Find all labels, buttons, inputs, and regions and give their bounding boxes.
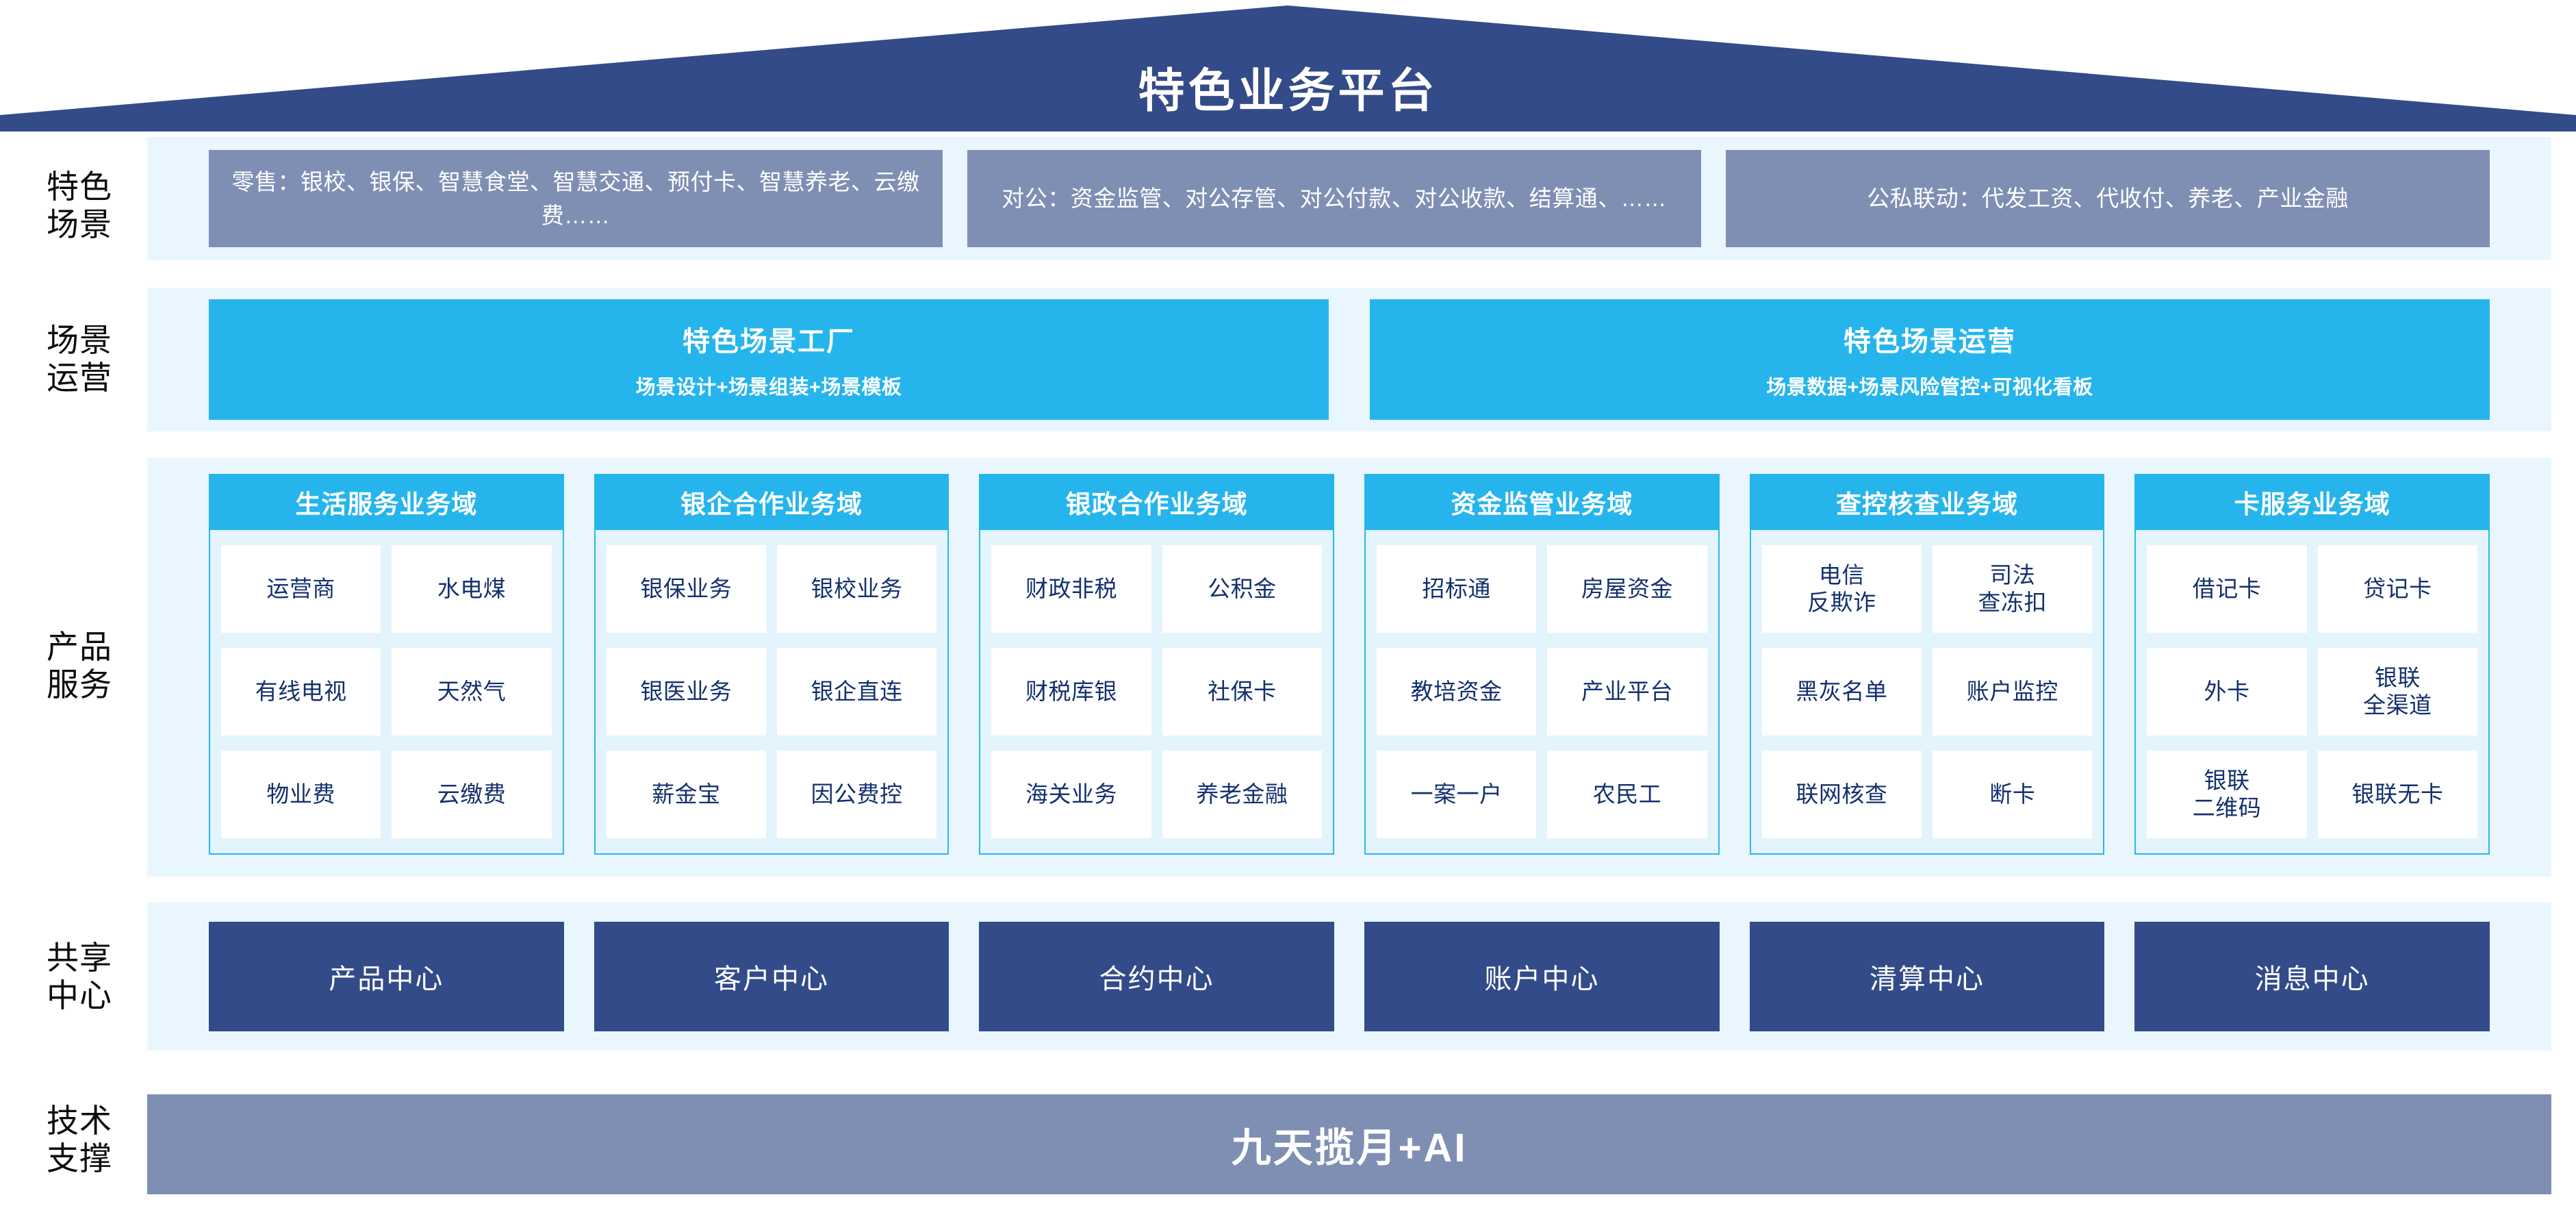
product-tile[interactable]: 银保业务	[606, 545, 766, 633]
shared-center-box[interactable]: 客户中心	[594, 922, 949, 1031]
product-tile[interactable]: 财税库银	[991, 648, 1151, 736]
domain-card[interactable]: 银政合作业务域财政非税公积金财税库银社保卡海关业务养老金融	[979, 474, 1335, 855]
product-tile[interactable]: 因公费控	[777, 751, 937, 838]
ops-card-scene-factory[interactable]: 特色场景工厂 场景设计+场景组装+场景模板	[209, 299, 1329, 420]
domain-card-title: 查控核查业务域	[1749, 474, 2105, 530]
product-tile[interactable]: 银联 全渠道	[2317, 648, 2478, 736]
product-tile[interactable]: 招标通	[1377, 545, 1537, 633]
domain-card[interactable]: 生活服务业务域运营商水电煤有线电视天然气物业费云缴费	[209, 474, 564, 855]
ops-card-title: 特色场景运营	[1844, 327, 2016, 357]
scenario-box-corporate[interactable]: 对公：资金监管、对公存管、对公付款、对公收款、结算通、……	[967, 150, 1701, 247]
domain-product-grid: 电信 反欺诈司法 查冻扣黑灰名单账户监控联网核查断卡	[1751, 530, 2104, 853]
product-tile[interactable]: 水电煤	[392, 545, 552, 633]
product-service-row: 生活服务业务域运营商水电煤有线电视天然气物业费云缴费银企合作业务域银保业务银校业…	[147, 457, 2551, 877]
ops-card-subtitle: 场景设计+场景组装+场景模板	[635, 377, 902, 399]
ops-card-scene-operation[interactable]: 特色场景运营 场景数据+场景风险管控+可视化看板	[1370, 299, 2490, 420]
product-tile[interactable]: 养老金融	[1162, 751, 1323, 838]
tech-support-row: 九天揽月+AI	[147, 1077, 2551, 1212]
domain-product-grid: 银保业务银校业务银医业务银企直连薪金宝因公费控	[596, 530, 948, 853]
platform-title-banner: 特色业务平台	[0, 0, 2576, 137]
product-tile[interactable]: 银医业务	[606, 648, 766, 736]
ops-card-title: 特色场景工厂	[683, 327, 855, 357]
product-tile[interactable]: 账户监控	[1933, 648, 2093, 736]
domain-card-title: 资金监管业务域	[1364, 474, 1720, 530]
domain-card[interactable]: 银企合作业务域银保业务银校业务银医业务银企直连薪金宝因公费控	[594, 474, 949, 855]
scenario-box-public-private[interactable]: 公私联动：代发工资、代收付、养老、产业金融	[1726, 150, 2490, 247]
shared-center-box[interactable]: 账户中心	[1364, 922, 1720, 1031]
product-tile[interactable]: 农民工	[1547, 751, 1707, 838]
scenario-box-retail[interactable]: 零售：银校、银保、智慧食堂、智慧交通、预付卡、智慧养老、云缴费……	[209, 150, 943, 247]
roof-shape-icon	[0, 5, 2576, 131]
domain-card[interactable]: 查控核查业务域电信 反欺诈司法 查冻扣黑灰名单账户监控联网核查断卡	[1749, 474, 2105, 855]
row-label-scenario: 特色 场景	[47, 168, 112, 242]
row-label-tech: 技术 支撑	[47, 1103, 112, 1177]
tech-support-bar[interactable]: 九天揽月+AI	[147, 1094, 2551, 1194]
domain-card-title: 生活服务业务域	[209, 474, 564, 530]
domain-card-title: 卡服务业务域	[2134, 474, 2490, 530]
shared-center-box[interactable]: 合约中心	[979, 922, 1335, 1031]
domain-product-grid: 招标通房屋资金教培资金产业平台一案一户农民工	[1366, 530, 1718, 853]
scenario-row: 零售：银校、银保、智慧食堂、智慧交通、预付卡、智慧养老、云缴费…… 对公：资金监…	[147, 137, 2551, 260]
product-tile[interactable]: 财政非税	[991, 545, 1151, 633]
product-tile[interactable]: 司法 查冻扣	[1933, 545, 2093, 633]
product-tile[interactable]: 产业平台	[1547, 648, 1707, 736]
row-label-operation: 场景 运营	[47, 322, 112, 396]
row-label-product: 产品 服务	[47, 629, 112, 703]
ops-card-subtitle: 场景数据+场景风险管控+可视化看板	[1766, 377, 2093, 399]
domain-card[interactable]: 资金监管业务域招标通房屋资金教培资金产业平台一案一户农民工	[1364, 474, 1720, 855]
scene-operation-row: 特色场景工厂 场景设计+场景组装+场景模板 特色场景运营 场景数据+场景风险管控…	[147, 288, 2551, 431]
product-tile[interactable]: 有线电视	[221, 648, 381, 736]
product-tile[interactable]: 银联 二维码	[2147, 751, 2307, 838]
shared-center-box[interactable]: 消息中心	[2134, 922, 2490, 1031]
product-tile[interactable]: 教培资金	[1377, 648, 1537, 736]
product-tile[interactable]: 天然气	[392, 648, 552, 736]
shared-center-box[interactable]: 产品中心	[209, 922, 564, 1031]
product-tile[interactable]: 银联无卡	[2317, 751, 2478, 838]
product-tile[interactable]: 外卡	[2147, 648, 2307, 736]
page-title: 特色业务平台	[1138, 64, 1438, 117]
shared-center-row: 产品中心客户中心合约中心账户中心清算中心消息中心	[147, 903, 2551, 1051]
product-tile[interactable]: 一案一户	[1377, 751, 1537, 838]
shared-center-box[interactable]: 清算中心	[1749, 922, 2105, 1031]
row-label-center: 共享 中心	[47, 940, 112, 1014]
product-tile[interactable]: 银企直连	[777, 648, 937, 736]
domain-card-title: 银政合作业务域	[979, 474, 1335, 530]
domain-card[interactable]: 卡服务业务域借记卡贷记卡外卡银联 全渠道银联 二维码银联无卡	[2134, 474, 2490, 855]
product-tile[interactable]: 运营商	[221, 545, 381, 633]
domain-product-grid: 借记卡贷记卡外卡银联 全渠道银联 二维码银联无卡	[2136, 530, 2488, 853]
product-tile[interactable]: 银校业务	[777, 545, 937, 633]
product-tile[interactable]: 薪金宝	[606, 751, 766, 838]
product-tile[interactable]: 借记卡	[2147, 545, 2307, 633]
domain-product-grid: 运营商水电煤有线电视天然气物业费云缴费	[210, 530, 563, 853]
product-tile[interactable]: 断卡	[1933, 751, 2093, 838]
domain-product-grid: 财政非税公积金财税库银社保卡海关业务养老金融	[980, 530, 1333, 853]
product-tile[interactable]: 电信 反欺诈	[1761, 545, 1922, 633]
product-tile[interactable]: 物业费	[221, 751, 381, 838]
product-tile[interactable]: 社保卡	[1162, 648, 1323, 736]
product-tile[interactable]: 贷记卡	[2317, 545, 2478, 633]
product-tile[interactable]: 房屋资金	[1547, 545, 1707, 633]
product-tile[interactable]: 云缴费	[392, 751, 552, 838]
product-tile[interactable]: 公积金	[1162, 545, 1323, 633]
product-tile[interactable]: 海关业务	[991, 751, 1151, 838]
domain-card-title: 银企合作业务域	[594, 474, 949, 530]
product-tile[interactable]: 联网核查	[1761, 751, 1922, 838]
product-tile[interactable]: 黑灰名单	[1761, 648, 1922, 736]
